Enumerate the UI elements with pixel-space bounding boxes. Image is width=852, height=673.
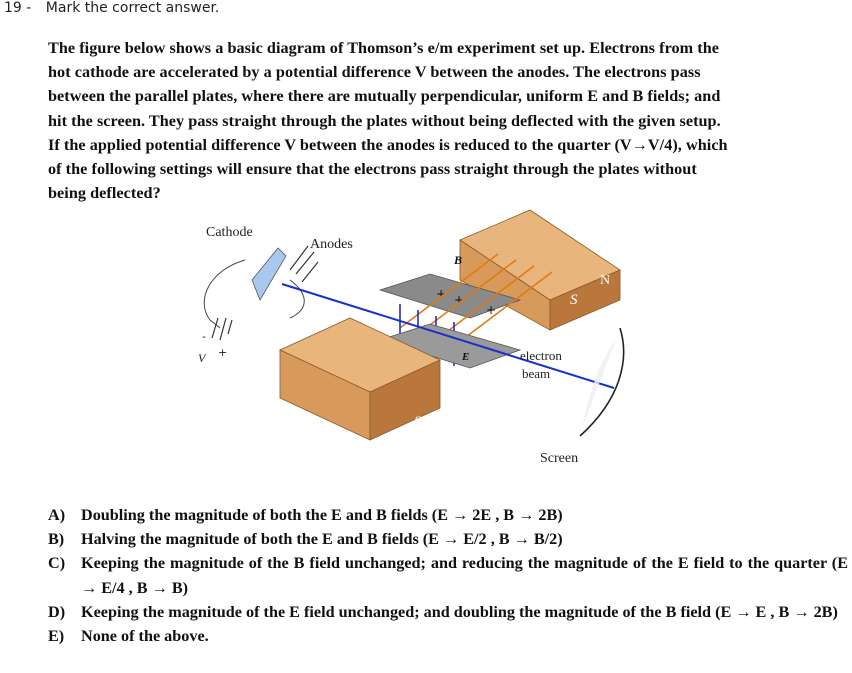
screen [579, 327, 625, 437]
stem-line: The figure below shows a basic diagram o… [48, 39, 720, 57]
battery-plate [219, 317, 227, 341]
option-c[interactable]: C) Keeping the magnitude of the B field … [48, 551, 848, 599]
circuit-wire [203, 259, 246, 329]
pole-s-bottom: S [414, 414, 422, 430]
b-field-line [435, 265, 535, 341]
stem-line: being deflected? [48, 184, 161, 203]
option-letter: A) [48, 506, 66, 524]
anode-plate [295, 251, 315, 275]
bottom-plate [378, 323, 522, 369]
voltage-label: V [198, 351, 207, 365]
thomson-apparatus-figure: Cathode Anodes - + V S N + + + B E S N [198, 209, 625, 466]
cathode-label: Cathode [206, 225, 253, 240]
electron-beam [281, 283, 615, 389]
magnet-side-back [549, 269, 621, 331]
cathode [251, 247, 287, 301]
option-a[interactable]: A) Doubling the magnitude of both the E … [48, 503, 848, 527]
question-header: 19 - Mark the correct answer. [4, 0, 219, 16]
stem-line: hit the screen. They pass straight throu… [48, 111, 721, 130]
circuit-wire-right [289, 279, 305, 319]
battery-plus: + [218, 346, 227, 359]
plate-plus: + [486, 303, 496, 317]
anodes-label: Anodes [310, 237, 353, 252]
battery-plate [211, 317, 219, 339]
anode-plate [301, 261, 319, 283]
top-plate [378, 273, 522, 319]
question-instruction: Mark the correct answer. [45, 0, 220, 16]
magnet-side-front [369, 359, 441, 441]
plate-plus: + [454, 293, 464, 307]
b-field-label: B [453, 253, 462, 267]
question-stem: The figure below shows a basic diagram o… [48, 36, 848, 205]
plate-plus: + [436, 287, 446, 301]
screen-shade [582, 340, 616, 428]
stem-line: of the following settings will ensure th… [48, 160, 697, 179]
stem-line: If the applied potential difference V be… [48, 135, 728, 154]
option-text: Halving the magnitude of both the E and … [81, 530, 563, 549]
b-field-line [399, 253, 499, 329]
question-number: 19 - [4, 0, 32, 16]
b-field-line [453, 271, 553, 347]
pole-n-bottom: N [444, 397, 454, 412]
b-field-line [417, 259, 517, 335]
option-e[interactable]: E) None of the above. [48, 624, 848, 648]
battery-plate [227, 319, 233, 335]
option-text: Keeping the magnitude of the E field unc… [81, 602, 838, 621]
pole-n-top: N [600, 273, 610, 288]
option-letter: B) [48, 530, 65, 549]
e-field-label: E [461, 351, 469, 363]
option-letter: E) [48, 627, 65, 646]
option-text: Doubling the magnitude of both the E and… [81, 506, 563, 524]
option-text: Keeping the magnitude of the B field unc… [81, 554, 848, 597]
option-d[interactable]: D) Keeping the magnitude of the E field … [48, 600, 848, 624]
option-text: None of the above. [81, 627, 209, 646]
option-letter: C) [48, 554, 66, 573]
electron-beam-label: electron [520, 348, 562, 363]
stem-line: hot cathode are accelerated by a potenti… [48, 63, 701, 82]
screen-label: Screen [540, 451, 578, 466]
electron-beam-label: beam [522, 366, 550, 381]
option-letter: D) [48, 602, 66, 621]
anode-plate [289, 245, 309, 271]
stem-line: between the parallel plates, where there… [48, 87, 721, 106]
answer-options: A) Doubling the magnitude of both the E … [48, 503, 848, 648]
pole-s-top: S [570, 292, 578, 308]
battery-minus: - [202, 330, 206, 343]
option-b[interactable]: B) Halving the magnitude of both the E a… [48, 527, 848, 551]
